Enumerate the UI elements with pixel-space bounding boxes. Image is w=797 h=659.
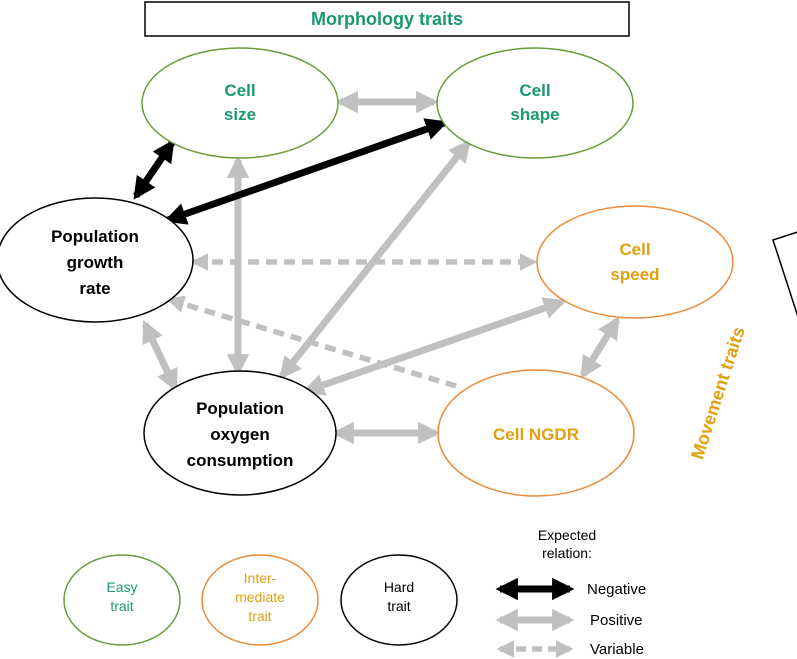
legend-hard-line-2: trait (387, 598, 410, 614)
movement-traits-label: Movement traits (687, 324, 749, 461)
arrow-speed-ngdr (580, 316, 620, 379)
cell-shape-line-2: shape (510, 105, 559, 124)
legend-relation-title-1: Expected (538, 527, 596, 543)
arrow-growth-oxygen (141, 319, 179, 393)
arrow-growth-size (133, 139, 175, 200)
growth-rate-line-3: rate (79, 279, 110, 298)
cell-speed-line-2: speed (610, 265, 659, 284)
node-cell-shape: Cell shape (436, 47, 634, 159)
cell-size-line-1: Cell (224, 81, 255, 100)
legend-intermediate-line-3: trait (248, 608, 271, 624)
legend-intermediate-line-1: Inter- (244, 570, 277, 586)
legend: Easy trait Inter- mediate trait Hard tra… (63, 527, 646, 658)
legend-positive-label: Positive (590, 612, 643, 629)
arrow-growth-shape (163, 118, 449, 225)
legend-hard-trait: Hard trait (340, 554, 458, 646)
node-cell-size: Cell size (141, 47, 339, 159)
cell-ngdr-label: Cell NGDR (493, 425, 579, 444)
oxygen-line-2: oxygen (210, 425, 270, 444)
legend-easy-line-1: Easy (106, 579, 137, 595)
oxygen-line-1: Population (196, 399, 284, 418)
legend-easy-line-2: trait (110, 598, 133, 614)
arrow-growth-ngdr (166, 295, 457, 389)
legend-intermediate-line-2: mediate (235, 589, 285, 605)
morphology-traits-box: Morphology traits (144, 1, 630, 37)
node-cell-speed: Cell speed (536, 205, 734, 319)
arrow-speed-oxygen (301, 297, 567, 396)
legend-relation-title-2: relation: (542, 545, 592, 561)
cell-size-line-2: size (224, 105, 256, 124)
morphology-traits-label: Morphology traits (311, 9, 463, 29)
growth-rate-line-2: growth (67, 253, 124, 272)
legend-variable-label: Variable (590, 641, 644, 658)
cell-shape-line-1: Cell (519, 81, 550, 100)
node-population-oxygen-consumption: Population oxygen consumption (143, 370, 337, 496)
arrows (133, 90, 620, 445)
oxygen-line-3: consumption (187, 451, 294, 470)
node-population-growth-rate: Population growth rate (0, 197, 194, 323)
legend-intermediate-trait: Inter- mediate trait (201, 554, 319, 646)
legend-hard-line-1: Hard (384, 579, 414, 595)
growth-rate-line-1: Population (51, 227, 139, 246)
legend-easy-trait: Easy trait (63, 554, 181, 646)
node-cell-ngdr: Cell NGDR (437, 369, 635, 497)
legend-negative-label: Negative (587, 581, 646, 598)
cell-speed-line-1: Cell (619, 240, 650, 259)
